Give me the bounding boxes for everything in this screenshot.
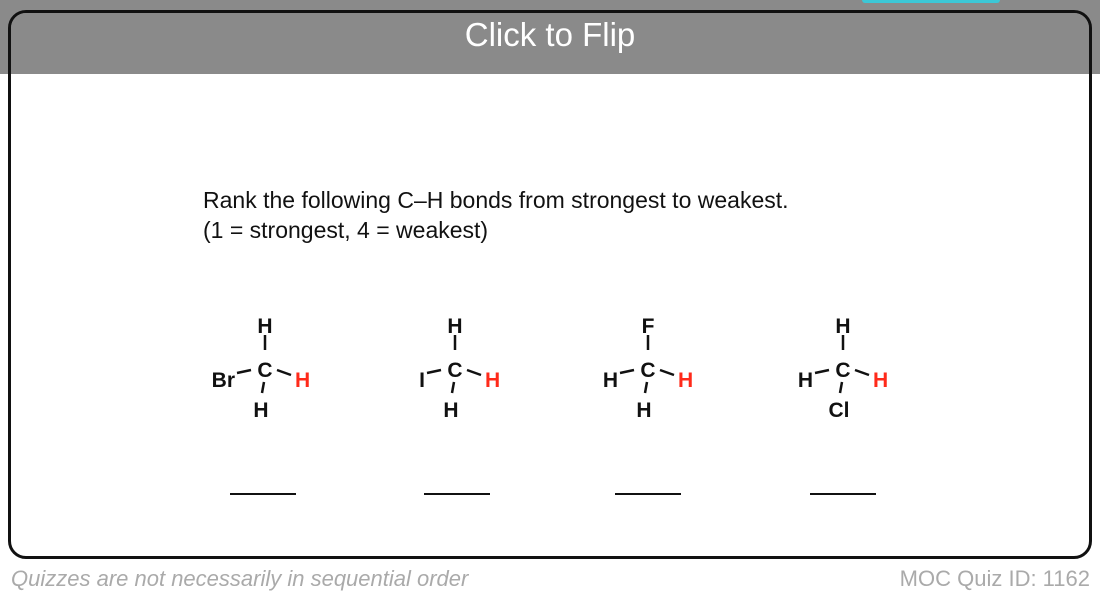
atom-center: C	[447, 359, 462, 382]
atom-top: H	[257, 315, 272, 338]
bond	[260, 381, 266, 394]
bond	[450, 381, 456, 394]
question-line-1: Rank the following C–H bonds from strong…	[203, 187, 789, 213]
answer-blank-1[interactable]	[230, 493, 296, 495]
atom-bottom: H	[636, 399, 651, 422]
answer-blank-2[interactable]	[424, 493, 490, 495]
bond	[236, 368, 252, 375]
atom-right: H	[485, 369, 500, 392]
bond	[643, 381, 649, 394]
atom-left: I	[419, 369, 425, 392]
bond	[426, 368, 442, 375]
bond	[814, 368, 830, 375]
top-tab-accent	[862, 0, 1000, 3]
quiz-id: MOC Quiz ID: 1162	[899, 566, 1090, 591]
bond	[854, 368, 870, 377]
bond	[838, 381, 844, 394]
footer-note: Quizzes are not necessarily in sequentia…	[11, 566, 469, 591]
atom-bottom: Cl	[829, 399, 850, 422]
question-text: Rank the following C–H bonds from strong…	[203, 185, 789, 245]
bond	[659, 368, 675, 377]
atom-bottom: H	[443, 399, 458, 422]
atom-bottom: H	[253, 399, 268, 422]
atom-center: C	[835, 359, 850, 382]
click-to-flip-button[interactable]: Click to Flip	[464, 16, 636, 53]
atom-left: Br	[212, 369, 235, 392]
bond	[466, 368, 482, 377]
bond	[619, 368, 635, 375]
atom-right: H	[295, 369, 310, 392]
atom-right: H	[678, 369, 693, 392]
atom-left: H	[798, 369, 813, 392]
atom-left: H	[603, 369, 618, 392]
atom-center: C	[640, 359, 655, 382]
answer-blank-3[interactable]	[615, 493, 681, 495]
flashcard[interactable]	[8, 10, 1092, 559]
answer-blank-4[interactable]	[810, 493, 876, 495]
card-header	[11, 13, 1089, 74]
question-line-2: (1 = strongest, 4 = weakest)	[203, 217, 489, 243]
atom-center: C	[257, 359, 272, 382]
atom-top: F	[642, 315, 655, 338]
atom-right: H	[873, 369, 888, 392]
atom-top: H	[835, 315, 850, 338]
bond	[276, 368, 292, 377]
atom-top: H	[447, 315, 462, 338]
